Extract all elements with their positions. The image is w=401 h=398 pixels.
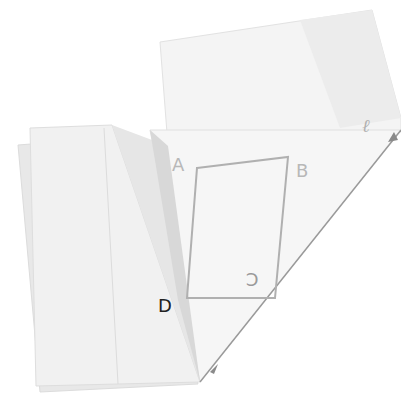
vertex-label: B (296, 162, 308, 180)
arrow-head (388, 132, 398, 142)
upper-fold-shade (300, 10, 401, 128)
fold-edge (150, 130, 200, 382)
arrow-head (210, 364, 218, 374)
vertex-label: D (158, 297, 172, 315)
upper-sheet (160, 10, 401, 146)
fold-line (200, 130, 401, 382)
line-label: ℓ (362, 117, 370, 135)
left-sheet (30, 125, 200, 386)
front-triangle (150, 130, 401, 382)
vertex-label: A (172, 156, 184, 174)
vertex-label: C (246, 271, 259, 289)
quadrilateral (187, 157, 288, 298)
crease (104, 128, 118, 384)
